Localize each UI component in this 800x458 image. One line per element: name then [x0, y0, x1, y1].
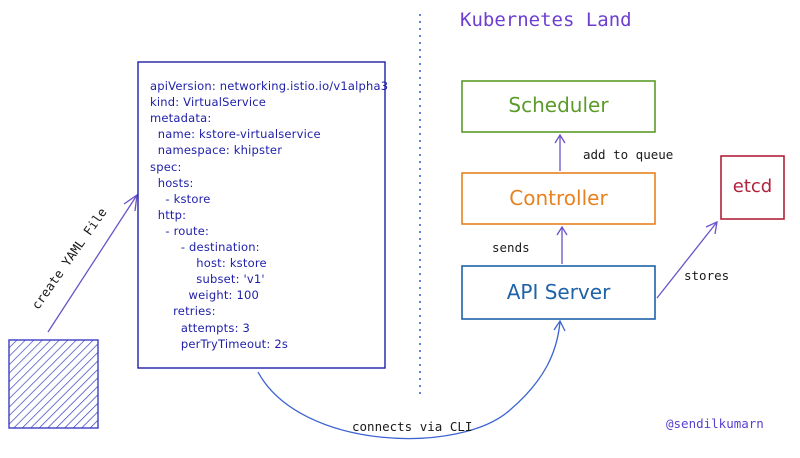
- api-server-box: [461, 265, 656, 320]
- sends-arrow: [556, 225, 568, 264]
- author-credit: @sendilkumarn: [666, 416, 764, 431]
- yaml-line: namespace: khipster: [150, 143, 283, 158]
- diagram-title: Kubernetes Land: [460, 9, 632, 31]
- etcd-box: [720, 155, 785, 220]
- yaml-line: apiVersion: networking.istio.io/v1alpha3: [150, 79, 389, 93]
- stores-label: stores: [684, 268, 730, 283]
- api-server-label: API Server: [506, 280, 611, 304]
- add-to-queue-arrow: [554, 133, 566, 171]
- yaml-line: spec:: [150, 159, 182, 174]
- yaml-line: attempts: 3: [150, 320, 251, 335]
- client-box: [8, 339, 99, 429]
- yaml-line: weight: 100: [150, 288, 260, 303]
- controller-label: Controller: [509, 186, 608, 210]
- yaml-line: host: kstore: [150, 256, 267, 271]
- yaml-line: metadata:: [150, 111, 212, 126]
- stores-arrow: [656, 220, 718, 299]
- sends-label: sends: [492, 240, 530, 255]
- scheduler-box: [461, 80, 656, 133]
- yaml-file-box: [137, 61, 386, 369]
- yaml-line: hosts:: [150, 175, 194, 190]
- yaml-line: http:: [150, 207, 187, 222]
- yaml-line: subset: 'v1': [150, 272, 265, 287]
- yaml-line: kind: VirtualService: [150, 95, 267, 110]
- add-to-queue-label: add to queue: [583, 147, 674, 162]
- yaml-line: - destination:: [150, 240, 260, 254]
- yaml-line: - route:: [150, 223, 210, 238]
- controller-box: [461, 172, 656, 225]
- create-arrow: [47, 193, 138, 333]
- yaml-line: - kstore: [150, 191, 211, 206]
- yaml-line: retries:: [150, 304, 216, 319]
- scheduler-label: Scheduler: [508, 93, 609, 117]
- connects-via-cli-label: connects via CLI: [352, 419, 473, 434]
- etcd-label: etcd: [732, 176, 773, 197]
- yaml-line: perTryTimeout: 2s: [150, 336, 289, 351]
- connects-arrow: [257, 319, 566, 440]
- yaml-line: name: kstore-virtualservice: [150, 127, 321, 142]
